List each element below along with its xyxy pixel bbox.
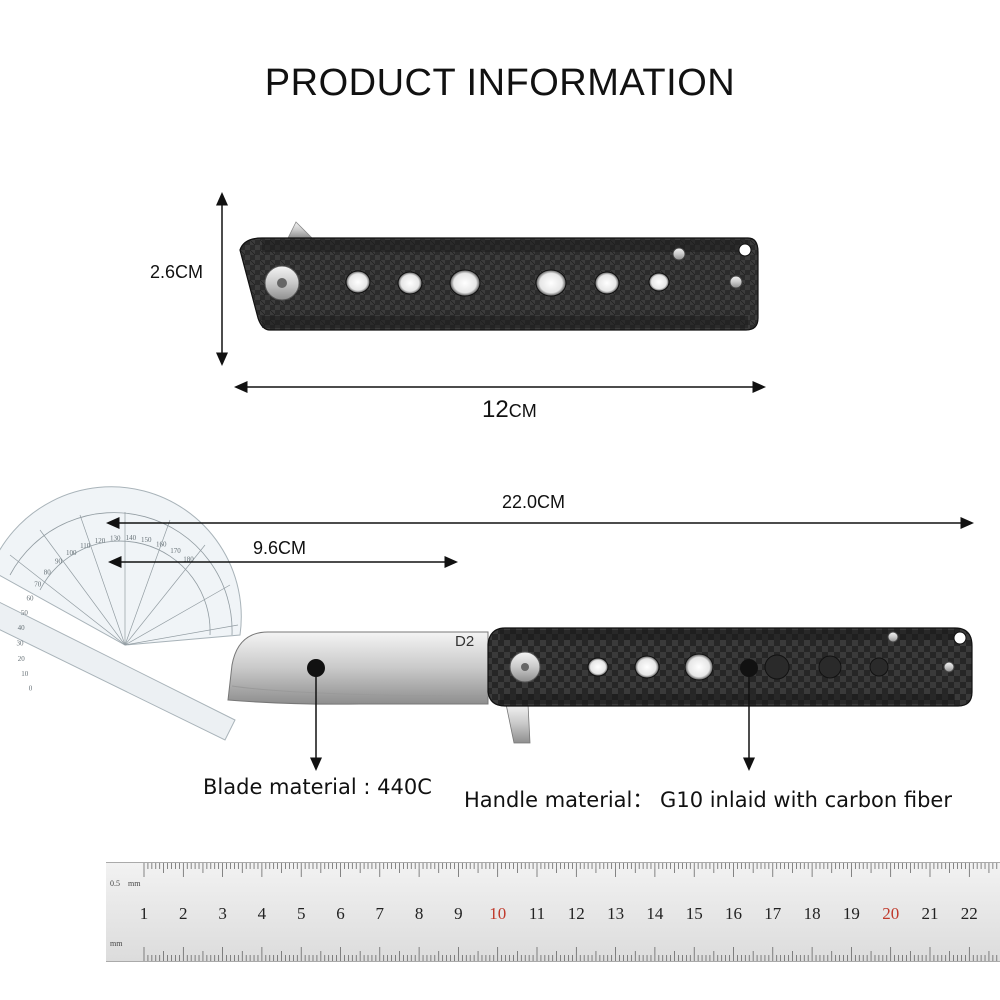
ruler-number: 6 — [336, 904, 345, 923]
open-hole — [684, 653, 714, 681]
folded-hole — [535, 269, 567, 297]
protractor-label: 90 — [55, 558, 63, 566]
open-lanyard-hole — [953, 631, 967, 645]
protractor-label: 100 — [66, 549, 77, 557]
ruler-number: 14 — [646, 904, 664, 923]
open-hole — [818, 655, 842, 679]
height-label: 2.6CM — [150, 262, 204, 282]
protractor-label: 80 — [44, 568, 52, 576]
folded-blade-tip — [287, 221, 313, 239]
ruler-number: 17 — [764, 904, 782, 923]
ruler-number: 4 — [258, 904, 267, 923]
open-hole — [764, 654, 790, 680]
ruler-number: 21 — [922, 904, 939, 923]
folded-hole — [449, 269, 481, 297]
open-hole — [634, 655, 660, 679]
protractor-label: 140 — [126, 534, 137, 542]
protractor-label: 0 — [29, 685, 33, 693]
ruler-number: 18 — [804, 904, 821, 923]
ruler-number: 13 — [607, 904, 624, 923]
length-unit: CM — [508, 401, 537, 421]
handle-pointer-dot — [740, 659, 758, 677]
handle-material-caption: Handle material： G10 inlaid with carbon … — [464, 788, 952, 812]
protractor-label: 120 — [95, 537, 106, 545]
ruler-number: 1 — [140, 904, 149, 923]
folded-lanyard-hole — [738, 243, 752, 257]
protractor-label: 170 — [170, 547, 181, 555]
ruler-number: 7 — [376, 904, 385, 923]
protractor-label: 50 — [21, 609, 29, 617]
folded-handle — [239, 237, 759, 331]
ruler-number: 11 — [529, 904, 545, 923]
folded-knife-diagram — [216, 192, 766, 393]
protractor-label: 110 — [80, 542, 91, 550]
protractor-label: 60 — [27, 594, 35, 602]
open-hole — [869, 657, 889, 677]
open-blade — [227, 631, 489, 705]
ruler-number: 12 — [568, 904, 585, 923]
blade-stamp: D2 — [455, 633, 475, 650]
open-screw — [887, 631, 899, 643]
ruler-number: 22 — [961, 904, 978, 923]
folded-screw — [729, 275, 743, 289]
ruler-number: 15 — [686, 904, 703, 923]
overall-length-label: 22.0CM — [502, 492, 566, 512]
folded-hole — [397, 271, 423, 295]
ruler-number: 9 — [454, 904, 463, 923]
length-number: 12 — [482, 396, 509, 423]
ruler-number: 20 — [882, 904, 899, 923]
open-handle — [487, 627, 973, 707]
folded-screw — [672, 247, 686, 261]
ruler-start-label: 0.5 — [110, 879, 120, 888]
protractor-label: 20 — [18, 655, 26, 663]
ruler-number: 5 — [297, 904, 306, 923]
blade-material-caption: Blade material : 440C — [203, 775, 432, 799]
length-label: 12CM — [482, 396, 537, 424]
ruler-number: 3 — [218, 904, 227, 923]
protractor-label: 160 — [156, 541, 167, 549]
blade-length-label: 9.6CM — [253, 538, 307, 558]
folded-hole — [345, 270, 371, 294]
protractor-label: 70 — [34, 581, 42, 589]
blade-pointer-dot — [307, 659, 325, 677]
protractor-label: 130 — [110, 534, 121, 542]
open-screw — [943, 661, 955, 673]
ruler-unit-label: mm — [128, 879, 141, 888]
ruler-number: 19 — [843, 904, 860, 923]
flipper-tab — [505, 703, 531, 744]
page-title: PRODUCT INFORMATION — [264, 62, 736, 104]
protractor-label: 40 — [18, 624, 26, 632]
protractor-label: 30 — [17, 640, 25, 648]
open-hole — [587, 657, 609, 677]
ruler-number: 8 — [415, 904, 424, 923]
folded-hole — [648, 272, 670, 292]
ruler-number: 2 — [179, 904, 188, 923]
ruler-number: 16 — [725, 904, 742, 923]
folded-hole — [594, 271, 620, 295]
ruler-unit-label-bottom: mm — [110, 939, 123, 948]
protractor-label: 10 — [21, 670, 29, 678]
protractor-label: 150 — [141, 536, 152, 544]
ruler-number: 10 — [489, 904, 506, 923]
